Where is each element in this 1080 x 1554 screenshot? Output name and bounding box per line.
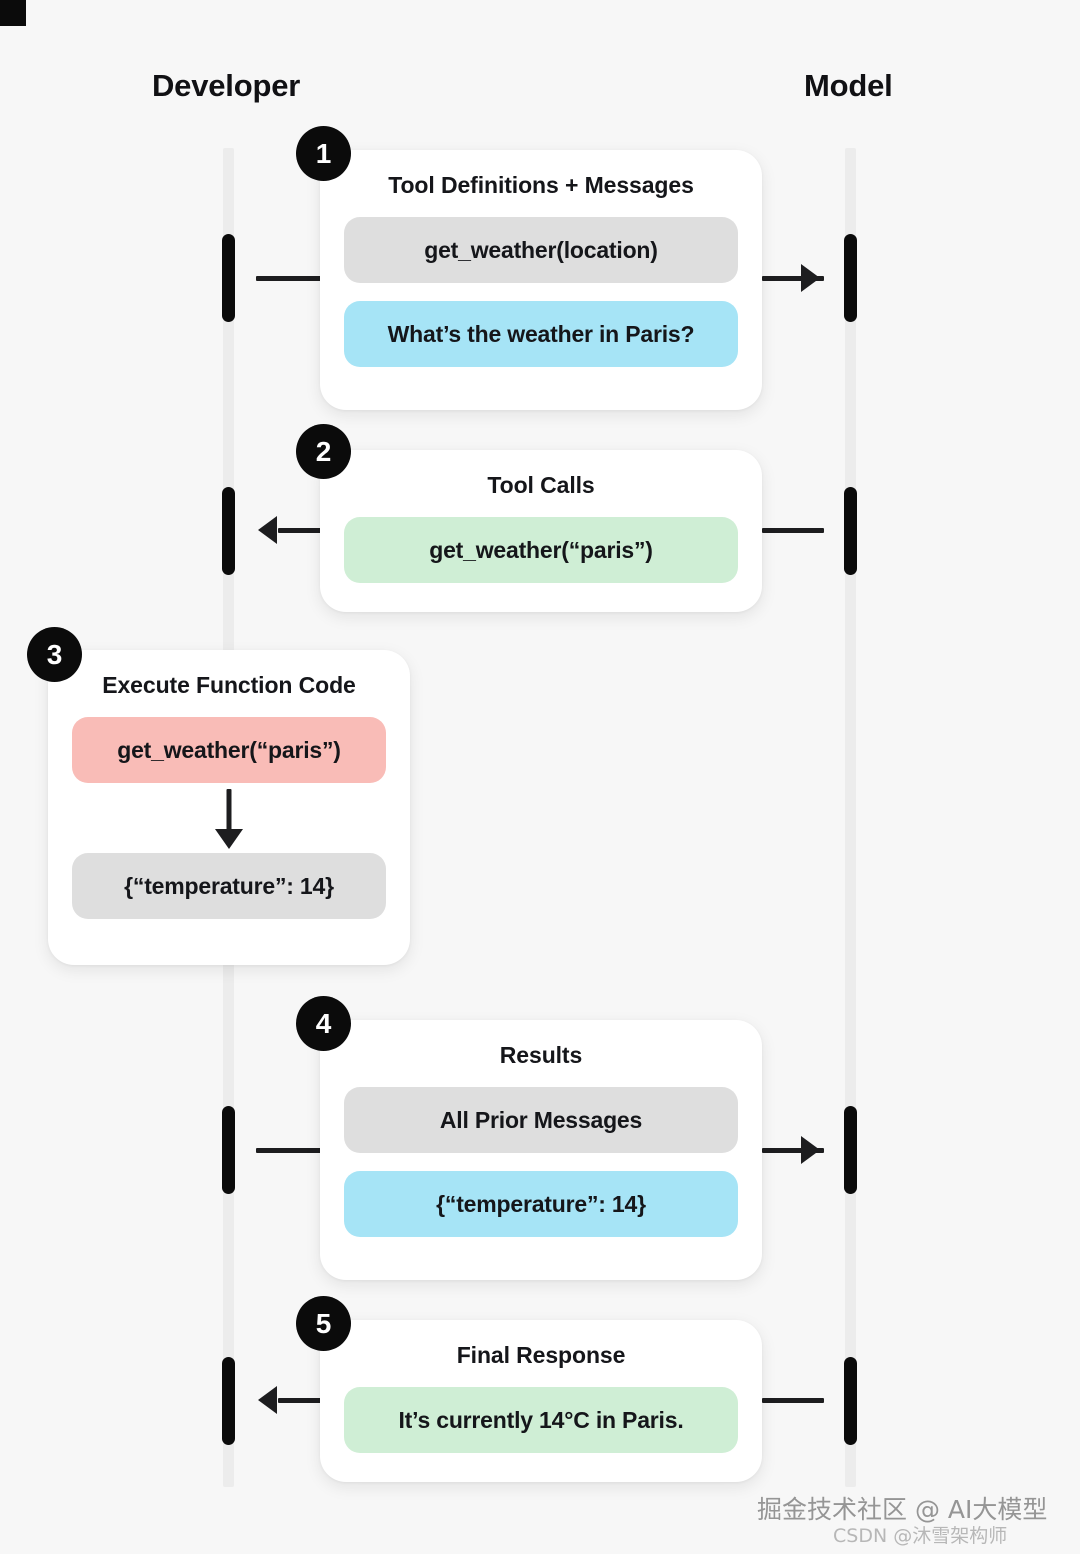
arrow-step4-to-model — [762, 1148, 824, 1153]
step-badge-4[interactable]: 4 — [296, 996, 351, 1051]
card-title: Tool Calls — [487, 472, 595, 498]
arrow-step5-to-developer — [278, 1398, 328, 1403]
card-title: Tool Definitions + Messages — [388, 172, 694, 198]
arrow-step2-model-out — [762, 528, 824, 533]
down-arrow-icon — [72, 789, 386, 851]
watermark-secondary: CSDN @沐雪架构师 — [833, 1525, 1008, 1547]
activation-bar-model-5 — [844, 1357, 857, 1445]
activation-bar-developer-5 — [222, 1357, 235, 1445]
card-title: Execute Function Code — [102, 672, 356, 698]
activation-bar-model-1 — [844, 234, 857, 322]
step-badge-1[interactable]: 1 — [296, 126, 351, 181]
actor-label-model: Model — [804, 68, 893, 103]
arrow-step5-model-out — [762, 1398, 824, 1403]
activation-bar-model-2 — [844, 487, 857, 575]
actor-label-developer: Developer — [152, 68, 301, 103]
arrowhead-step4-right-icon — [801, 1136, 820, 1164]
activation-bar-developer-4 — [222, 1106, 235, 1194]
arrow-step4-developer-out — [256, 1148, 328, 1153]
step-card-execute-function[interactable]: Execute Function Code get_weather(“paris… — [48, 650, 410, 965]
arrowhead-step2-left-icon — [258, 516, 277, 544]
card-title: Results — [499, 1042, 583, 1068]
step-badge-3[interactable]: 3 — [27, 627, 82, 682]
step-badge-5[interactable]: 5 — [296, 1296, 351, 1351]
pill-final-response: It’s currently 14°C in Paris. — [344, 1386, 738, 1454]
pill-all-prior-messages: All Prior Messages — [344, 1086, 738, 1154]
pill-function-result: {“temperature”: 14} — [72, 853, 386, 920]
arrow-step1-to-model — [762, 276, 824, 281]
lifeline-model — [845, 148, 856, 1487]
corner-artifact — [0, 0, 26, 26]
arrowhead-step5-left-icon — [258, 1386, 277, 1414]
activation-bar-model-4 — [844, 1106, 857, 1194]
step-badge-2[interactable]: 2 — [296, 424, 351, 479]
card-title: Final Response — [456, 1342, 626, 1368]
arrow-step1-developer-out — [256, 276, 328, 281]
arrow-step2-to-developer — [278, 528, 328, 533]
step-card-tool-calls[interactable]: Tool Calls get_weather(“paris”) — [320, 450, 762, 612]
pill-tool-definition: get_weather(location) — [344, 216, 738, 284]
pill-user-message: What’s the weather in Paris? — [344, 301, 738, 368]
step-card-results[interactable]: Results All Prior Messages {“temperature… — [320, 1020, 762, 1280]
arrowhead-step1-right-icon — [801, 264, 820, 292]
pill-function-invocation: get_weather(“paris”) — [72, 716, 386, 784]
pill-tool-call: get_weather(“paris”) — [344, 516, 738, 584]
activation-bar-developer-1 — [222, 234, 235, 322]
step-card-final-response[interactable]: Final Response It’s currently 14°C in Pa… — [320, 1320, 762, 1482]
pill-tool-result: {“temperature”: 14} — [344, 1171, 738, 1238]
activation-bar-developer-2 — [222, 487, 235, 575]
watermark-primary: 掘金技术社区 @ AI大模型 — [757, 1495, 1048, 1524]
step-card-tool-definitions[interactable]: Tool Definitions + Messages get_weather(… — [320, 150, 762, 410]
